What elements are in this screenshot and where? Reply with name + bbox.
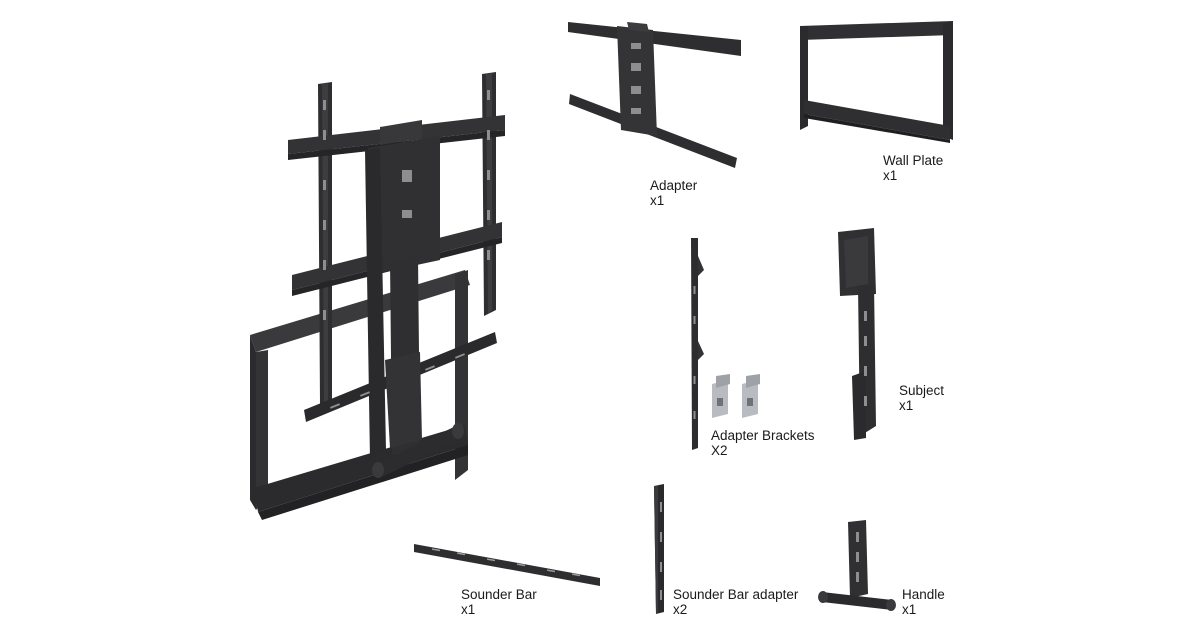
subject-label: Subject x1 (899, 383, 944, 413)
main-mount-assembly-image (250, 72, 505, 520)
handle-image (818, 520, 896, 611)
subject-qty: x1 (899, 398, 914, 413)
handle-qty: x1 (902, 602, 917, 617)
sounder-bar-adapter-qty: x2 (673, 602, 688, 617)
adapter-brackets-name: Adapter Brackets (711, 428, 815, 443)
wall-plate-label: Wall Plate x1 (883, 153, 943, 183)
sounder-bar-label: Sounder Bar x1 (461, 587, 537, 617)
sounder-bar-adapter-image (654, 484, 664, 614)
subject-name: Subject (899, 383, 945, 398)
wall-plate-qty: x1 (883, 168, 898, 183)
sounder-bar-adapter-label: Sounder Bar adapter x2 (673, 587, 798, 617)
adapter-brackets-label: Adapter Brackets X2 (711, 428, 815, 458)
sounder-bar-image (414, 544, 600, 586)
subject-image (838, 228, 876, 440)
handle-name: Handle (902, 587, 945, 602)
adapter-brackets-qty: X2 (711, 443, 728, 458)
handle-label: Handle x1 (902, 587, 945, 617)
sounder-bar-adapter-name: Sounder Bar adapter (673, 587, 799, 602)
sounder-bar-qty: x1 (461, 602, 476, 617)
adapter-bracket-rail-image (691, 238, 704, 450)
adapter-name: Adapter (650, 178, 698, 193)
wall-plate-image (800, 21, 953, 143)
adapter-image (568, 22, 741, 168)
adapter-bracket-clip-image (712, 374, 760, 418)
sounder-bar-name: Sounder Bar (461, 587, 537, 602)
adapter-label: Adapter x1 (650, 178, 697, 208)
wall-plate-name: Wall Plate (883, 153, 944, 168)
adapter-qty: x1 (650, 193, 665, 208)
